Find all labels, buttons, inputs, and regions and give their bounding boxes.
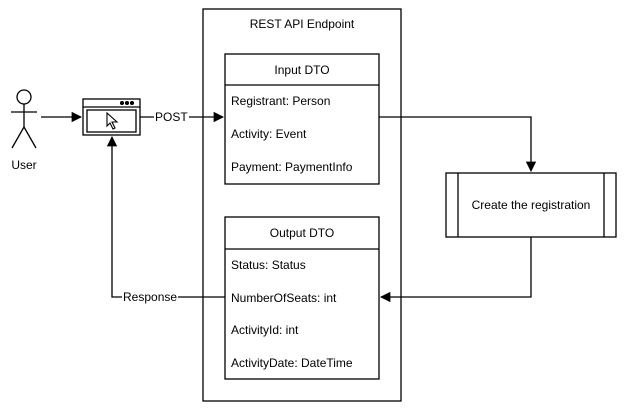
endpoint-title: REST API Endpoint bbox=[249, 17, 355, 31]
output-dto-field: ActivityDate: DateTime bbox=[231, 356, 353, 370]
output-dto-title: Output DTO bbox=[269, 226, 335, 240]
process-label: Create the registration bbox=[471, 198, 591, 212]
output-dto-box bbox=[224, 216, 380, 380]
input-dto-title: Input DTO bbox=[274, 63, 330, 77]
edge-response bbox=[106, 135, 225, 298]
user-label: User bbox=[11, 158, 37, 172]
post-edge-label: POST bbox=[154, 110, 189, 124]
input-dto-field: Registrant: Person bbox=[231, 94, 331, 108]
edge-process-to-output bbox=[379, 237, 532, 303]
stick-figure-icon bbox=[11, 89, 37, 149]
input-dto-box bbox=[224, 53, 380, 185]
process-box bbox=[445, 172, 617, 238]
output-dto-field: ActivityId: int bbox=[231, 323, 299, 337]
input-dto-field: Activity: Event bbox=[231, 127, 307, 141]
output-dto-field: Status: Status bbox=[231, 258, 306, 272]
response-edge-label: Response bbox=[122, 290, 179, 304]
input-dto-field: Payment: PaymentInfo bbox=[231, 160, 353, 174]
edge-input-to-process bbox=[379, 116, 537, 173]
mouse-cursor-icon bbox=[106, 111, 119, 130]
output-dto-field: NumberOfSeats: int bbox=[231, 291, 337, 305]
